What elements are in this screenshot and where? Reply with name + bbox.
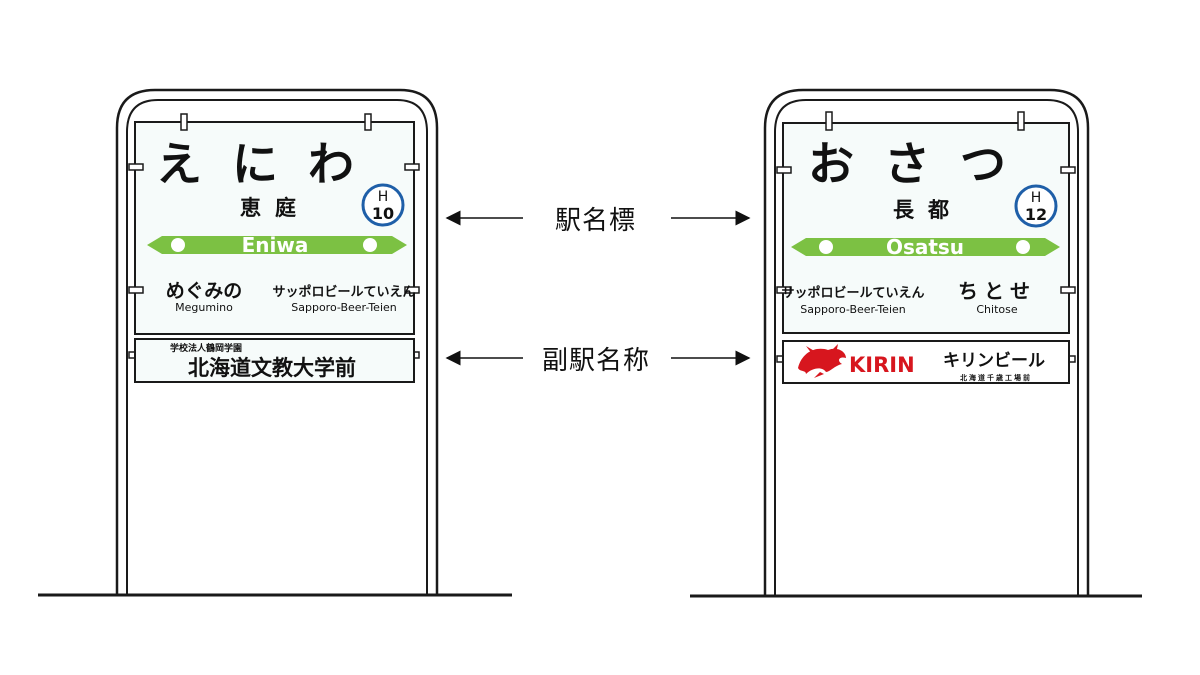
frame-outer-left	[115, 88, 439, 595]
next-station-romaji-right: Chitose	[976, 303, 1017, 316]
number-line-left: H	[378, 189, 389, 205]
hanger	[1017, 111, 1025, 131]
name-kanji-right: 長都	[893, 198, 963, 222]
name-kanji-left: 恵庭	[240, 196, 310, 220]
band-dot	[171, 238, 185, 252]
station-number-badge-icon	[361, 183, 405, 227]
sub-panel-left	[134, 338, 415, 383]
bracket	[128, 286, 144, 294]
bracket	[776, 286, 792, 294]
station-number-badge-icon	[1014, 184, 1058, 228]
hanger	[180, 113, 188, 131]
kirin-factory: 北海道千歳工場前	[960, 373, 1032, 382]
band-dot	[1016, 240, 1030, 254]
bracket	[776, 166, 792, 174]
bracket	[404, 163, 420, 171]
prev-station-kana-right: サッポロビールていえん	[781, 285, 924, 301]
number-line-right: H	[1031, 190, 1042, 206]
name-hiragana-left: えにわ	[156, 137, 384, 191]
prev-station-romaji-right: Sapporo-Beer-Teien	[800, 303, 906, 316]
sub-name-small-left: 学校法人鶴岡学園	[170, 342, 242, 354]
band-dot	[819, 240, 833, 254]
kirin-logo-icon	[798, 344, 846, 378]
frame-inner-right	[774, 99, 1079, 595]
name-romaji-right: Osatsu	[886, 235, 964, 259]
number-no-right: 12	[1025, 205, 1047, 224]
name-romaji-left: Eniwa	[242, 233, 309, 257]
bracket	[1060, 286, 1076, 294]
sub-name-main-left: 北海道文教大学前	[188, 356, 356, 380]
kirin-brand-kana: キリンビール	[943, 351, 1045, 371]
callout-sub-station-name: 副駅名称	[542, 346, 651, 376]
frame-inner-left	[126, 99, 428, 595]
line-band-right	[791, 238, 1060, 256]
main-panel-right	[782, 122, 1070, 334]
main-panel-left	[134, 121, 415, 335]
prev-station-romaji-left: Megumino	[175, 301, 233, 314]
band-dot	[363, 238, 377, 252]
next-station-romaji-left: Sapporo-Beer-Teien	[291, 301, 397, 314]
bracket	[404, 286, 420, 294]
frame-outer-right	[763, 88, 1090, 595]
line-band-left	[147, 236, 407, 254]
callout-station-name-sign: 駅名標	[555, 206, 637, 236]
bracket	[128, 163, 144, 171]
name-hiragana-right: おさつ	[808, 137, 1036, 191]
bracket	[1060, 166, 1076, 174]
kirin-brand: KIRIN	[849, 353, 915, 377]
hanger	[364, 113, 372, 131]
number-no-left: 10	[372, 204, 394, 223]
hanger	[825, 111, 833, 131]
next-station-kana-right: ちとせ	[958, 279, 1036, 303]
prev-station-kana-left: めぐみの	[166, 280, 243, 302]
next-station-kana-left: サッポロビールていえん	[272, 284, 415, 300]
